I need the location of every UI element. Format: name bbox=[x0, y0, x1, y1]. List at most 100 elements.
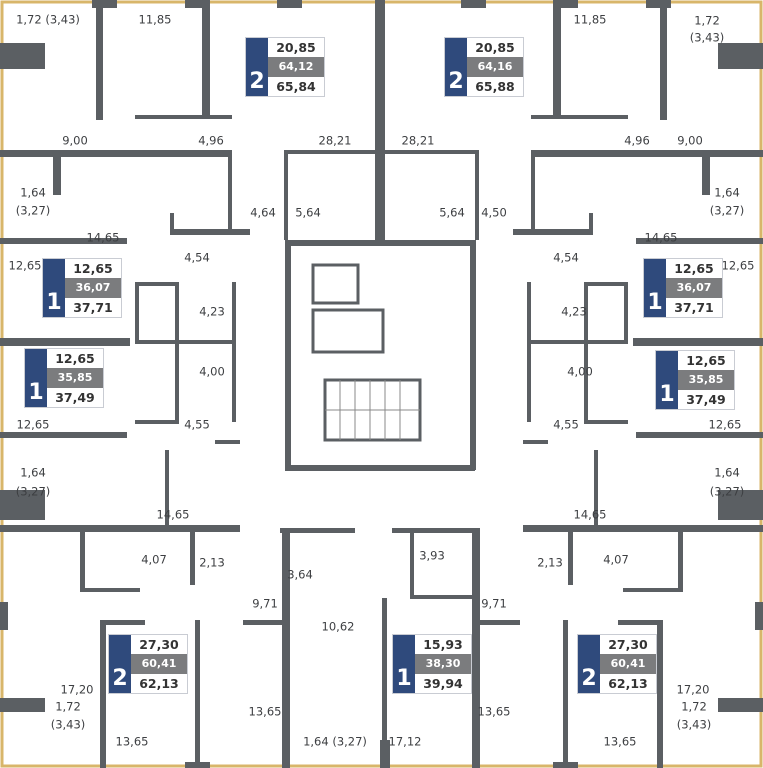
area-label: 3,64 bbox=[287, 567, 313, 582]
area-label: 10,62 bbox=[321, 619, 355, 634]
living-area: 12,65 bbox=[686, 353, 726, 369]
room-count: 2 bbox=[445, 38, 467, 96]
area-label: 1,72 bbox=[694, 13, 720, 28]
total-area: 36,07 bbox=[65, 278, 121, 298]
area-label: 12,65 bbox=[721, 258, 755, 273]
living-area: 20,85 bbox=[475, 40, 515, 56]
area-label: 1,72 (3,43) bbox=[16, 12, 80, 27]
total-area: 60,41 bbox=[131, 654, 187, 674]
total-area-with-balcony: 37,49 bbox=[686, 391, 726, 407]
room-count: 1 bbox=[393, 635, 415, 693]
area-label: 14,65 bbox=[86, 230, 120, 245]
room-count: 2 bbox=[109, 635, 131, 693]
area-label: 4,96 bbox=[624, 133, 650, 148]
area-label: 28,21 bbox=[401, 133, 435, 148]
room-count: 1 bbox=[656, 351, 678, 409]
total-area-with-balcony: 65,88 bbox=[475, 78, 515, 94]
area-label: 4,54 bbox=[553, 250, 579, 265]
area-label: 4,07 bbox=[141, 552, 167, 567]
living-area: 12,65 bbox=[674, 261, 714, 277]
room-count: 1 bbox=[25, 349, 47, 407]
total-area: 35,85 bbox=[47, 368, 103, 388]
total-area-with-balcony: 65,84 bbox=[276, 78, 316, 94]
area-label: 4,55 bbox=[553, 417, 579, 432]
total-area-with-balcony: 62,13 bbox=[608, 675, 648, 691]
area-label: 4,00 bbox=[199, 364, 225, 379]
area-label: 4,64 bbox=[250, 205, 276, 220]
area-label: 12,65 bbox=[708, 417, 742, 432]
total-area: 64,12 bbox=[268, 57, 324, 77]
total-area-with-balcony: 39,94 bbox=[423, 675, 463, 691]
area-label: 1,64 bbox=[20, 185, 46, 200]
area-label: 4,23 bbox=[199, 304, 225, 319]
total-area-with-balcony: 37,71 bbox=[73, 299, 113, 315]
living-area: 27,30 bbox=[139, 637, 179, 653]
area-label: 17,20 bbox=[676, 682, 710, 697]
area-label: 12,65 bbox=[16, 417, 50, 432]
area-label: 9,00 bbox=[62, 133, 88, 148]
area-label: 2,13 bbox=[199, 555, 225, 570]
area-label: 4,54 bbox=[184, 250, 210, 265]
area-label: 9,71 bbox=[252, 596, 278, 611]
area-label: (3,27) bbox=[15, 203, 51, 218]
area-label: 11,85 bbox=[573, 12, 607, 27]
area-label: 9,71 bbox=[481, 596, 507, 611]
area-label: 14,65 bbox=[573, 507, 607, 522]
total-area: 38,30 bbox=[415, 654, 471, 674]
total-area: 60,41 bbox=[600, 654, 656, 674]
area-label: 17,12 bbox=[388, 734, 422, 749]
area-label: 1,64 bbox=[714, 465, 740, 480]
room-count: 2 bbox=[578, 635, 600, 693]
room-count: 2 bbox=[246, 38, 268, 96]
area-label: 13,65 bbox=[603, 734, 637, 749]
total-area-with-balcony: 37,71 bbox=[674, 299, 714, 315]
area-label: 4,07 bbox=[603, 552, 629, 567]
area-label: 28,21 bbox=[318, 133, 352, 148]
area-label: 1,72 bbox=[681, 699, 707, 714]
area-label: 3,93 bbox=[419, 548, 445, 563]
area-label: 4,55 bbox=[184, 417, 210, 432]
area-label: 13,65 bbox=[477, 704, 511, 719]
area-label: 11,85 bbox=[138, 12, 172, 27]
area-label: 5,64 bbox=[295, 205, 321, 220]
area-label: (3,27) bbox=[709, 484, 745, 499]
area-label: 4,23 bbox=[561, 304, 587, 319]
area-label: 17,20 bbox=[60, 682, 94, 697]
area-label: (3,27) bbox=[709, 203, 745, 218]
living-area: 12,65 bbox=[55, 351, 95, 367]
area-label: 14,65 bbox=[644, 230, 678, 245]
area-label: (3,27) bbox=[15, 484, 51, 499]
area-label: (3,43) bbox=[50, 717, 86, 732]
total-area: 35,85 bbox=[678, 370, 734, 390]
living-area: 12,65 bbox=[73, 261, 113, 277]
total-area-with-balcony: 37,49 bbox=[55, 389, 95, 405]
area-label: 13,65 bbox=[115, 734, 149, 749]
area-label: 1,64 (3,27) bbox=[303, 734, 367, 749]
area-label: 14,65 bbox=[156, 507, 190, 522]
area-label: 4,96 bbox=[198, 133, 224, 148]
area-label: 2,13 bbox=[537, 555, 563, 570]
living-area: 20,85 bbox=[276, 40, 316, 56]
total-area-with-balcony: 62,13 bbox=[139, 675, 179, 691]
area-label: 4,00 bbox=[567, 364, 593, 379]
area-label: (3,43) bbox=[689, 30, 725, 45]
area-label: 1,64 bbox=[714, 185, 740, 200]
room-count: 1 bbox=[644, 259, 666, 317]
living-area: 15,93 bbox=[423, 637, 463, 653]
area-label: 1,72 bbox=[55, 699, 81, 714]
room-count: 1 bbox=[43, 259, 65, 317]
area-label: (3,43) bbox=[676, 717, 712, 732]
area-label: 5,64 bbox=[439, 205, 465, 220]
area-label: 4,50 bbox=[481, 205, 507, 220]
